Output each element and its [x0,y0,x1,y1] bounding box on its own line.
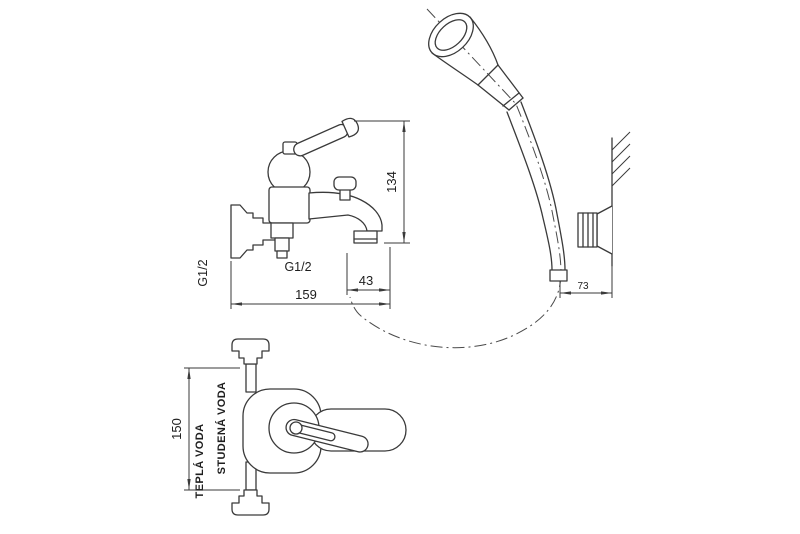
bracket-dimension: 73 [559,266,613,298]
dim-text-43: 43 [359,273,373,288]
lever-cap [289,421,303,435]
lever-handle [293,117,360,157]
lever-tip [341,117,360,138]
handle-nut-line [502,92,520,107]
bottom-flange [231,489,270,516]
hatch-line [611,143,631,163]
hose-end-nut [549,269,568,282]
top-flange [231,338,270,365]
shower-bell-edge [431,52,479,86]
handle-nut-line [508,97,524,111]
lever-front-arm [285,418,369,453]
shower-hose-inner [506,111,553,271]
shower-face-outer [428,12,474,58]
hatch-line [611,167,631,187]
lever-arm [293,123,349,157]
diverter-knob [333,176,357,191]
bracket-cone [596,205,613,255]
shower-face-inner [434,19,468,51]
aerator [353,230,378,244]
dim-text-159: 159 [295,287,317,302]
hose-centerline [349,8,562,349]
faucet-front-view [231,338,407,516]
cold-water-label: STUDENÁ VODA [215,382,228,475]
shower-outlet-tip [276,250,288,259]
hatch-line [611,131,631,151]
side-view-dimensions: 134 43 159 G1/2 G1/2 [196,120,410,309]
wall-and-bracket [577,131,631,267]
dim-text-134: 134 [384,171,399,193]
shower-outlet-thread [274,237,290,252]
shower-hose-outer [520,101,566,271]
front-view-annotations: STUDENÁ VODA TEPLÁ VODA 150 [169,367,240,499]
shower-outlet [270,222,294,239]
mixer-body [268,186,311,224]
dim-text-73: 73 [577,281,589,292]
shower-collar [477,64,499,86]
shower-handle-edge [477,84,510,111]
top-flange-stem [245,363,257,393]
faucet-side-view [230,117,383,259]
hot-water-label: TEPLÁ VODA [193,424,206,499]
hatch-line [611,155,631,175]
thread-label-wall: G1/2 [196,259,210,286]
wall-hatching [611,131,631,187]
dim-text-150: 150 [169,418,184,440]
hand-shower [428,12,568,282]
thread-label-outlet: G1/2 [284,260,311,274]
shower-bell-edge [469,16,499,66]
